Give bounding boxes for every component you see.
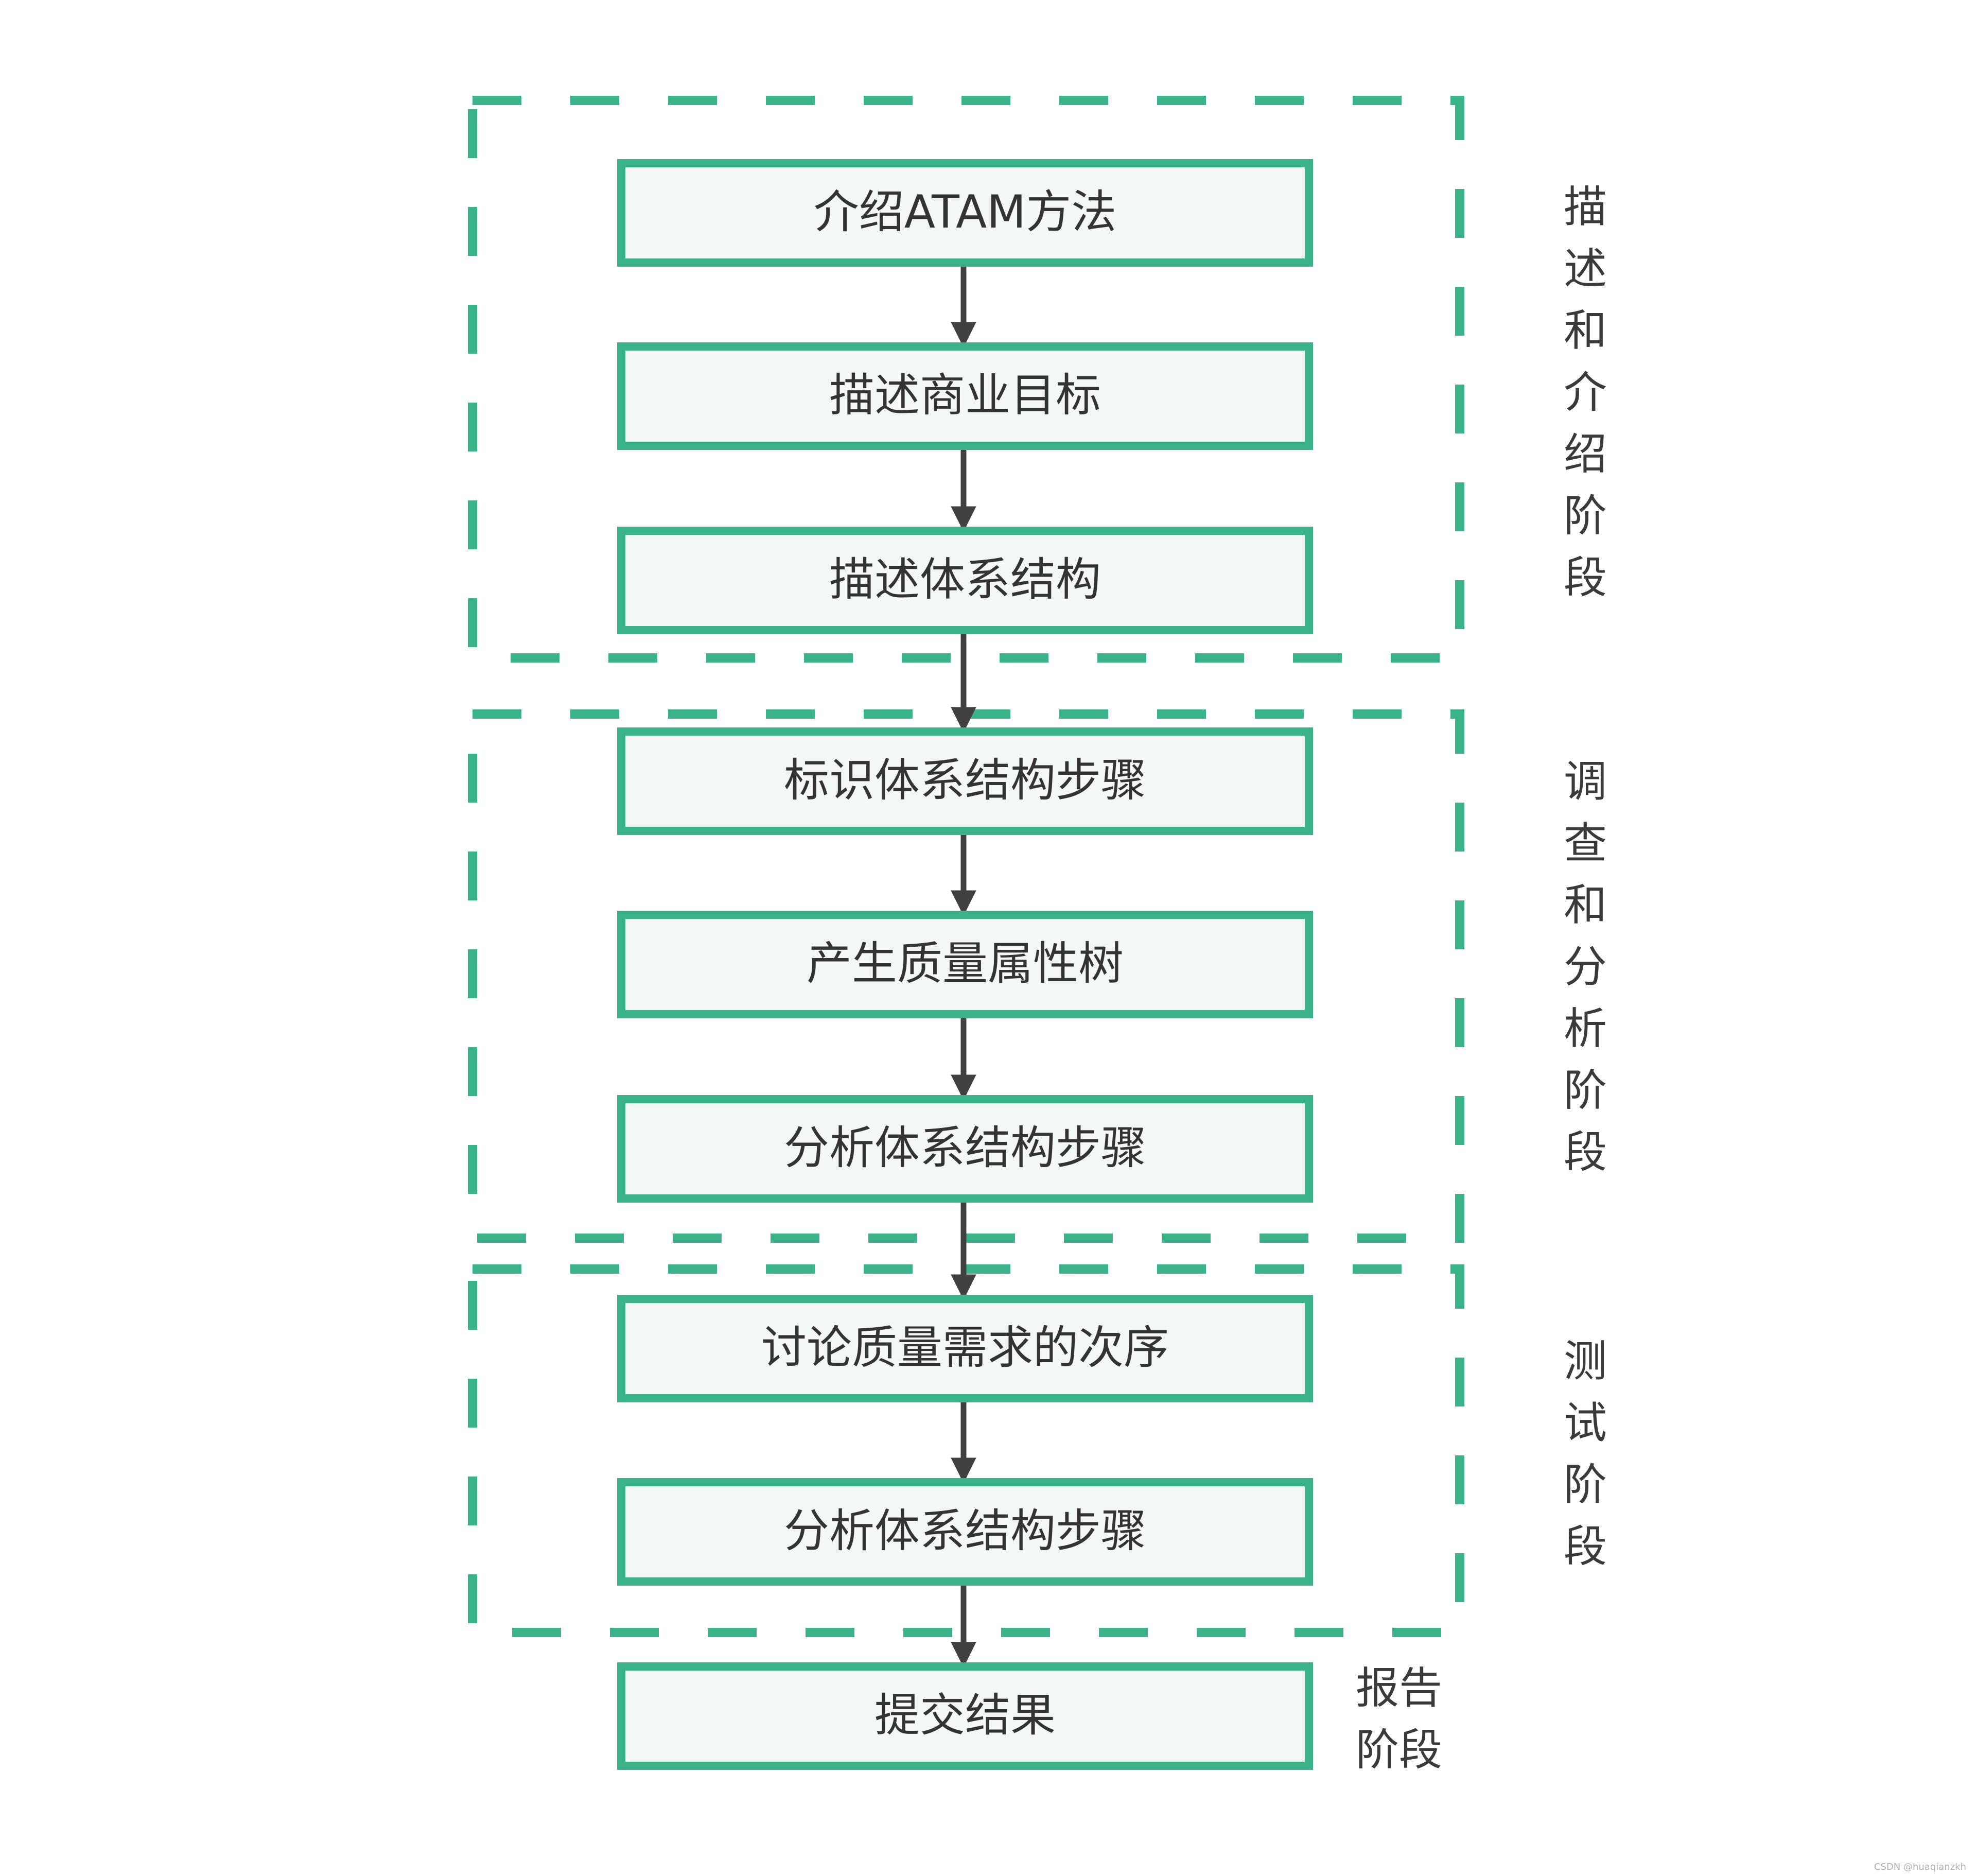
phase-label-char: 描 <box>1564 182 1607 232</box>
phase-label-char: 绍 <box>1564 429 1607 479</box>
phase-label-char: 试 <box>1564 1398 1607 1448</box>
watermark-text: CSDN @huaqianzkh <box>1874 1862 1966 1872</box>
phase-label-char: 测 <box>1564 1336 1607 1386</box>
step-label: 标识体系结构步骤 <box>784 754 1146 807</box>
step-box: 提交结果 <box>617 1662 1313 1770</box>
phase-label-report-line2: 阶段 <box>1356 1725 1442 1775</box>
phase-label-char: 段 <box>1564 1127 1607 1177</box>
step-label: 提交结果 <box>874 1689 1056 1742</box>
phase-label-char: 阶 <box>1564 491 1607 541</box>
step-label: 讨论质量需求的次序 <box>761 1321 1169 1374</box>
step-box: 分析体系结构步骤 <box>617 1095 1313 1203</box>
phase-label-char: 段 <box>1564 1521 1607 1572</box>
step-box: 分析体系结构步骤 <box>617 1478 1313 1586</box>
phase-label-char: 查 <box>1564 818 1607 868</box>
phase-container-describe <box>468 96 1464 663</box>
phase-label-char: 分 <box>1564 942 1607 992</box>
step-box: 讨论质量需求的次序 <box>617 1295 1313 1402</box>
step-label: 介绍ATAM方法 <box>814 185 1116 238</box>
phase-label-char: 述 <box>1564 244 1607 294</box>
step-box: 标识体系结构步骤 <box>617 727 1313 835</box>
step-box: 产生质量属性树 <box>617 911 1313 1018</box>
phase-label-char: 阶 <box>1564 1460 1607 1510</box>
phase-label-char: 介 <box>1564 367 1607 418</box>
step-box: 介绍ATAM方法 <box>617 159 1313 267</box>
phase-label-char: 析 <box>1564 1003 1607 1054</box>
step-label: 分析体系结构步骤 <box>784 1504 1146 1557</box>
phase-label-char: 调 <box>1564 756 1607 807</box>
step-label: 描述商业目标 <box>829 369 1101 422</box>
phase-label-char: 和 <box>1564 880 1607 930</box>
phase-label-char: 阶 <box>1564 1065 1607 1116</box>
phase-label-char: 和 <box>1564 305 1607 356</box>
step-label: 产生质量属性树 <box>807 937 1124 990</box>
phase-label-char: 段 <box>1564 552 1607 603</box>
step-box: 描述商业目标 <box>617 342 1313 450</box>
step-box: 描述体系结构 <box>617 527 1313 634</box>
phase-label-report-line1: 报告 <box>1356 1663 1442 1713</box>
step-label: 描述体系结构 <box>829 553 1101 606</box>
step-label: 分析体系结构步骤 <box>784 1121 1146 1174</box>
